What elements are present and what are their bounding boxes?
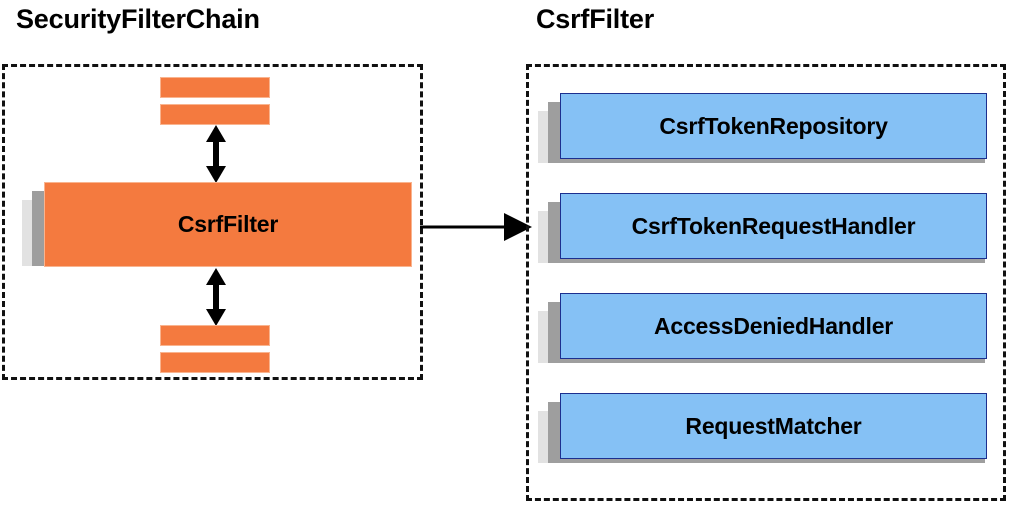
filter-stub-bottom-1 <box>160 325 270 346</box>
collaborator-label-2: CsrfTokenRequestHandler <box>631 212 916 239</box>
page-title-csrffilter: CsrfFilter <box>536 4 655 34</box>
collaborator-label-4: RequestMatcher <box>685 412 862 439</box>
collaborator-csrftokenrequesthandler[interactable]: CsrfTokenRequestHandler <box>538 193 988 281</box>
arrow-below-csrffilter <box>201 268 231 326</box>
filter-stub-top-1 <box>160 77 270 98</box>
collaborator-label-3: AccessDeniedHandler <box>653 312 894 339</box>
collaborator-label-1: CsrfTokenRepository <box>659 112 888 139</box>
csrffilter-box[interactable]: CsrfFilter <box>44 182 412 267</box>
security-filter-chain-container <box>2 64 423 380</box>
filter-stub-bottom-2 <box>160 352 270 373</box>
collaborator-csrftokenrepository[interactable]: CsrfTokenRepository <box>538 93 988 181</box>
csrffilter-node[interactable]: CsrfFilter <box>22 182 412 284</box>
csrffilter-expansion-arrow <box>420 209 532 245</box>
collaborator-requestmatcher[interactable]: RequestMatcher <box>538 393 988 481</box>
collaborator-box-2[interactable]: CsrfTokenRequestHandler <box>560 193 987 259</box>
collaborator-box-4[interactable]: RequestMatcher <box>560 393 987 459</box>
collaborator-box-1[interactable]: CsrfTokenRepository <box>560 93 987 159</box>
csrffilter-container <box>526 64 1006 501</box>
collaborator-accessdeniedhandler[interactable]: AccessDeniedHandler <box>538 293 988 381</box>
arrow-above-csrffilter <box>201 125 231 183</box>
collaborator-box-3[interactable]: AccessDeniedHandler <box>560 293 987 359</box>
page-title-security-filter-chain: SecurityFilterChain <box>16 4 260 34</box>
csrffilter-label: CsrfFilter <box>177 211 279 237</box>
filter-stub-top-2 <box>160 104 270 125</box>
